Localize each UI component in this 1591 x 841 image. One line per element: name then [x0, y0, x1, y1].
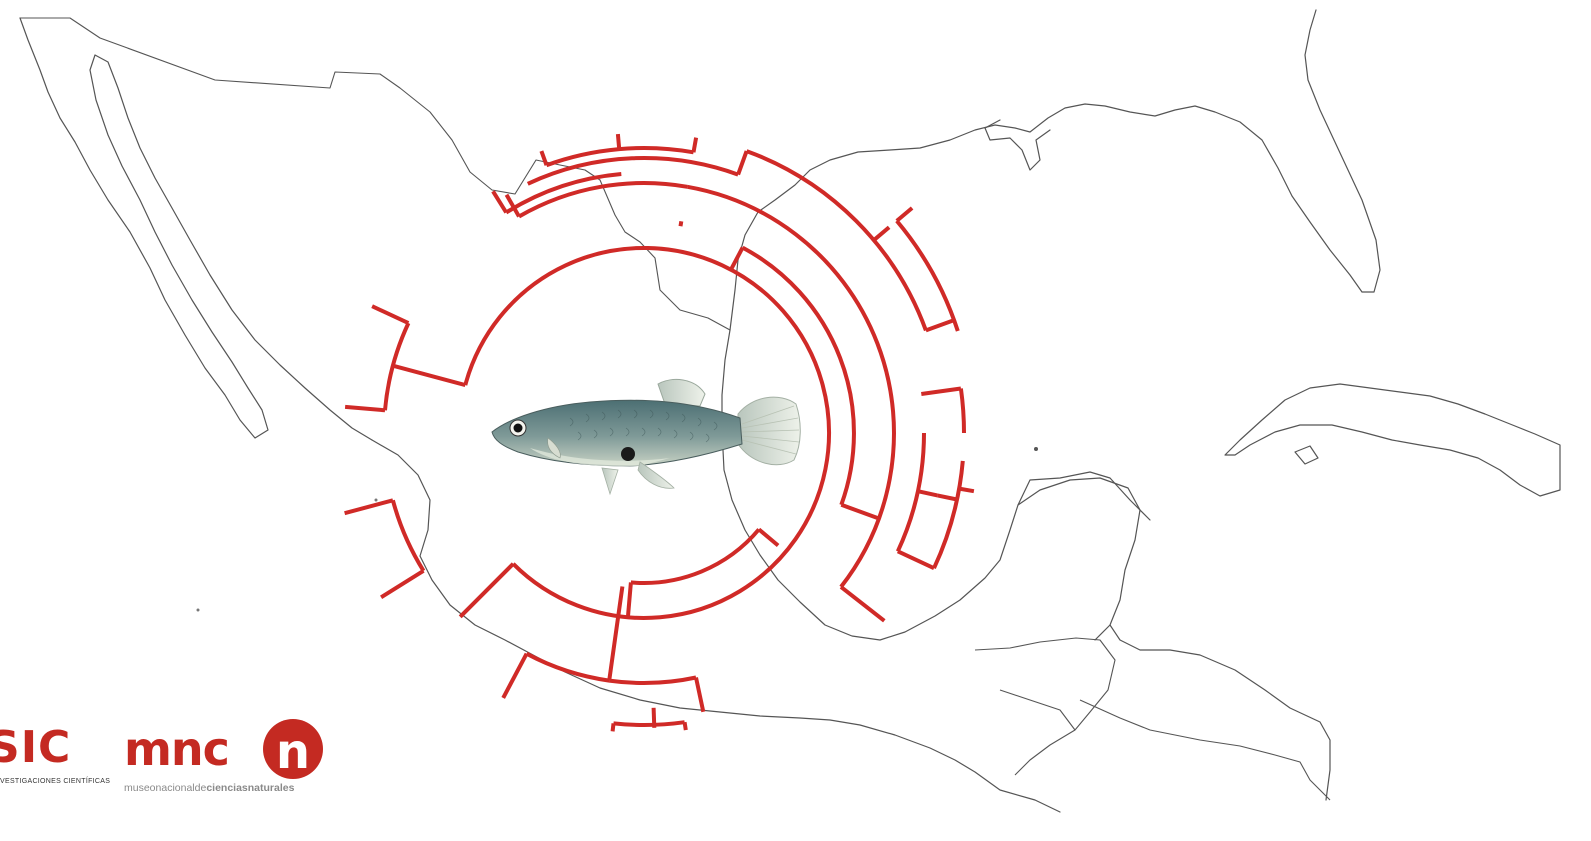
tree-branch-41 — [959, 489, 974, 492]
tree-branch-13 — [609, 587, 622, 681]
tree-branch-9 — [345, 500, 393, 513]
baja-california-coast — [20, 18, 372, 440]
mncn-logo-text: mnc — [124, 726, 229, 772]
tree-branch-7 — [393, 500, 424, 571]
tree-branch-48 — [541, 151, 546, 165]
tree-branch-47 — [547, 148, 694, 165]
tree-branch-35 — [897, 221, 958, 331]
tree-branch-24 — [841, 505, 879, 519]
fish-icon — [492, 379, 800, 494]
tree-branch-34 — [874, 227, 889, 240]
tree-branch-44 — [918, 491, 938, 495]
tree-branch-19 — [614, 722, 685, 725]
tree-branch-8 — [381, 571, 423, 598]
central-america-borders — [975, 638, 1330, 800]
tree-branch-25 — [687, 187, 894, 587]
tree-branch-2 — [393, 366, 465, 385]
mncn-badge-icon: n — [253, 718, 327, 780]
us-gulf-coast — [730, 10, 1380, 330]
tree-branch-27 — [841, 587, 884, 621]
tree-branch-11 — [631, 529, 759, 583]
tree-branch-38 — [921, 389, 961, 395]
mncn-subtitle: museonacionaldecienciasnaturales — [124, 782, 294, 794]
institution-logos: SIC VESTIGACIONES CIENTÍFICAS mnc n muse… — [0, 712, 340, 812]
mexico-gulf-coast — [722, 330, 1140, 640]
tree-branch-50 — [618, 134, 619, 149]
tree-branch-17 — [696, 678, 703, 712]
tree-branch-16 — [609, 678, 696, 684]
tree-branch-5 — [345, 407, 385, 410]
honduras-coast — [1110, 625, 1330, 800]
isla-de-la-juventud — [1295, 446, 1318, 464]
tree-branch-26 — [681, 221, 682, 226]
tree-branch-3 — [460, 564, 513, 617]
tree-branch-14 — [527, 654, 610, 681]
csic-logo-text: SIC — [0, 726, 71, 770]
tree-branch-21 — [613, 723, 614, 731]
tree-branch-15 — [503, 654, 526, 698]
cuba-outline — [1225, 384, 1560, 496]
tree-branch-39 — [898, 551, 934, 568]
mississippi-delta — [985, 120, 1050, 170]
mncn-subtitle-bold: cienciasnaturales — [206, 782, 294, 794]
tree-branch-40 — [961, 389, 964, 434]
mncn-badge-letter: n — [276, 724, 310, 780]
csic-subtitle: VESTIGACIONES CIENTÍFICAS — [0, 778, 110, 785]
tree-branch-6 — [372, 306, 408, 323]
tree-branch-20 — [685, 722, 686, 730]
tree-branch-12 — [759, 529, 778, 545]
tree-branch-28 — [519, 183, 687, 216]
tree-branch-49 — [694, 138, 697, 153]
tree-branch-33 — [926, 320, 954, 330]
tree-branch-31 — [738, 151, 747, 175]
tree-branch-43 — [937, 495, 957, 499]
tree-branch-46 — [493, 191, 506, 212]
tree-branch-42 — [934, 461, 963, 568]
tree-branch-22 — [731, 248, 743, 270]
mncn-subtitle-plain: museonacionalde — [124, 782, 206, 794]
tree-branch-36 — [897, 208, 912, 221]
tree-branch-10 — [628, 582, 631, 617]
